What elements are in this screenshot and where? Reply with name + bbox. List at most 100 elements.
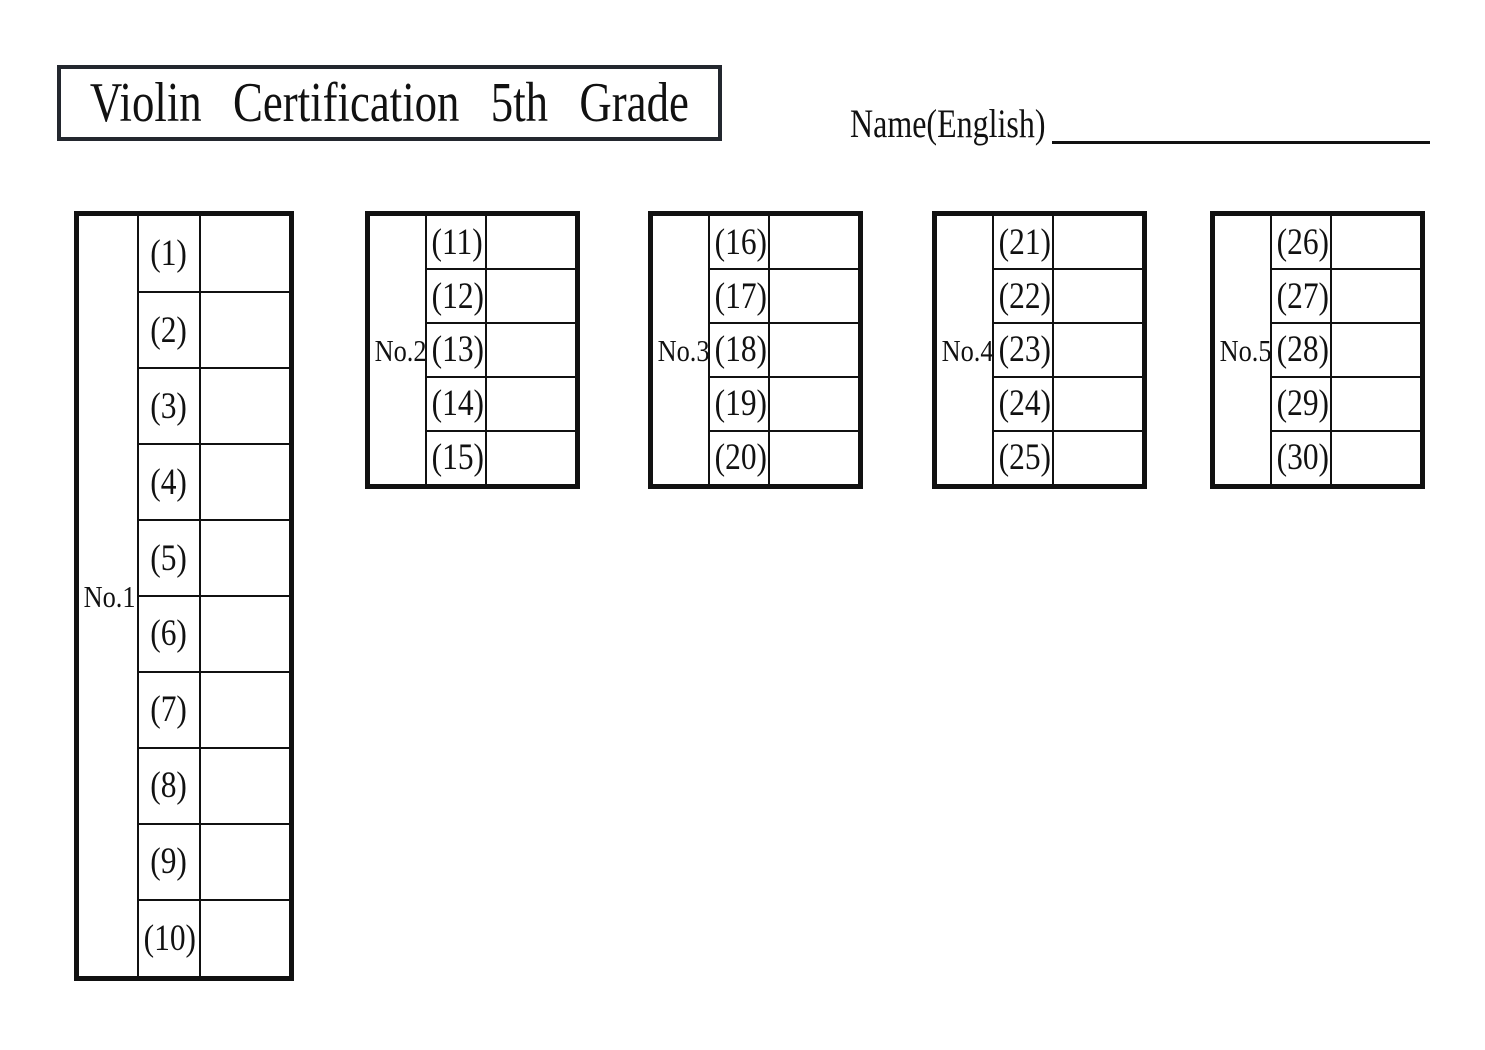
question-number: (16) bbox=[714, 221, 767, 263]
question-number: (15) bbox=[431, 437, 484, 479]
answer-table-no5: No.5 (26) (27) (28) (29) (30) bbox=[1210, 211, 1425, 489]
table-row: (7) bbox=[77, 670, 293, 749]
answer-cell bbox=[767, 268, 862, 325]
answer-cell bbox=[198, 519, 293, 597]
table-row: No.1 (1) bbox=[75, 212, 293, 980]
answer-cell bbox=[198, 443, 293, 522]
answer-cell bbox=[484, 322, 579, 378]
table-row: (9) bbox=[77, 822, 293, 901]
table-row: (22) bbox=[935, 268, 1146, 325]
section-label: No.4 bbox=[941, 332, 994, 368]
section-label: No.5 bbox=[1219, 332, 1272, 368]
question-number: (17) bbox=[714, 275, 767, 317]
answer-cell bbox=[767, 322, 862, 378]
question-number-cell: (17) bbox=[707, 268, 770, 325]
question-number-cell: (8) bbox=[136, 746, 201, 825]
table-row: (14) bbox=[368, 375, 579, 432]
question-number: (5) bbox=[150, 537, 187, 579]
table-row: (8) bbox=[77, 746, 293, 825]
answer-cell bbox=[1051, 268, 1146, 325]
question-number-cell: (19) bbox=[707, 375, 770, 432]
answer-cell bbox=[1329, 212, 1424, 271]
answer-table-no2: No.2 (11) (12) (13) (14) (15) bbox=[365, 211, 580, 489]
section-label-cell: No.5 bbox=[1211, 212, 1272, 488]
section-label: No.3 bbox=[657, 332, 710, 368]
question-number-cell: (6) bbox=[136, 594, 201, 673]
answer-cell bbox=[1051, 429, 1146, 488]
question-number: (14) bbox=[431, 383, 484, 425]
table-row: (25) bbox=[935, 429, 1146, 488]
question-number-cell: (25) bbox=[991, 429, 1054, 488]
question-number-cell: (22) bbox=[991, 268, 1054, 325]
question-number-cell: (30) bbox=[1269, 429, 1332, 488]
table-row: No.5 (26) bbox=[1211, 212, 1424, 488]
table-row: (30) bbox=[1213, 429, 1424, 488]
question-number-cell: (2) bbox=[136, 291, 201, 370]
question-number-cell: (16) bbox=[707, 212, 770, 271]
question-number-cell: (13) bbox=[424, 322, 487, 378]
answer-cell bbox=[1051, 322, 1146, 378]
question-number-cell: (27) bbox=[1269, 268, 1332, 325]
table-row: (18) bbox=[651, 322, 862, 378]
answer-cell bbox=[1051, 212, 1146, 271]
question-number-cell: (29) bbox=[1269, 375, 1332, 432]
question-number-cell: (24) bbox=[991, 375, 1054, 432]
answer-cell bbox=[767, 429, 862, 488]
question-number: (3) bbox=[150, 385, 187, 427]
question-number: (27) bbox=[1276, 275, 1329, 317]
table-row: (2) bbox=[77, 291, 293, 370]
table-row: (27) bbox=[1213, 268, 1424, 325]
table-row: No.3 (16) bbox=[649, 212, 862, 488]
answer-cell bbox=[767, 375, 862, 432]
question-number-cell: (20) bbox=[707, 429, 770, 488]
answer-cell bbox=[1329, 375, 1424, 432]
question-number: (28) bbox=[1276, 329, 1329, 371]
table-row: (23) bbox=[935, 322, 1146, 378]
table-row: No.2 (11) bbox=[366, 212, 579, 488]
table-row: (15) bbox=[368, 429, 579, 488]
question-number-cell: (3) bbox=[136, 367, 201, 446]
table-row: (13) bbox=[368, 322, 579, 378]
question-number: (21) bbox=[998, 221, 1051, 263]
question-number: (12) bbox=[431, 275, 484, 317]
answer-cell bbox=[484, 268, 579, 325]
question-number: (18) bbox=[714, 329, 767, 371]
table-row: (28) bbox=[1213, 322, 1424, 378]
answer-cell bbox=[484, 375, 579, 432]
question-number-cell: (9) bbox=[136, 822, 201, 901]
name-fill-line bbox=[1052, 141, 1430, 144]
name-field: Name(English) bbox=[850, 104, 1094, 144]
page-title: Violin Certification 5th Grade bbox=[90, 72, 690, 134]
answer-cell bbox=[1329, 322, 1424, 378]
question-number-cell: (10) bbox=[136, 898, 201, 980]
question-number: (30) bbox=[1276, 437, 1329, 479]
section-label-cell: No.4 bbox=[933, 212, 994, 488]
table-row: (24) bbox=[935, 375, 1146, 432]
answer-cell bbox=[484, 212, 579, 271]
table-row: (3) bbox=[77, 367, 293, 446]
answer-cell bbox=[198, 367, 293, 446]
question-number: (8) bbox=[150, 765, 187, 807]
question-number-cell: (23) bbox=[991, 322, 1054, 378]
question-number: (20) bbox=[714, 437, 767, 479]
table-row: (12) bbox=[368, 268, 579, 325]
answer-cell bbox=[198, 746, 293, 825]
question-number: (9) bbox=[150, 841, 187, 883]
answer-cell bbox=[198, 594, 293, 673]
table-row: (29) bbox=[1213, 375, 1424, 432]
question-number-cell: (4) bbox=[136, 443, 201, 522]
question-number: (23) bbox=[998, 329, 1051, 371]
question-number-cell: (7) bbox=[136, 670, 201, 749]
question-number: (26) bbox=[1276, 221, 1329, 263]
question-number: (29) bbox=[1276, 383, 1329, 425]
table-row: No.4 (21) bbox=[933, 212, 1146, 488]
answer-cell bbox=[1329, 429, 1424, 488]
question-number: (1) bbox=[150, 233, 187, 275]
table-row: (20) bbox=[651, 429, 862, 488]
question-number: (6) bbox=[150, 613, 187, 655]
question-number: (24) bbox=[998, 383, 1051, 425]
question-number-cell: (1) bbox=[136, 212, 201, 294]
question-number-cell: (26) bbox=[1269, 212, 1332, 271]
answer-cell bbox=[198, 291, 293, 370]
answer-cell bbox=[198, 822, 293, 901]
